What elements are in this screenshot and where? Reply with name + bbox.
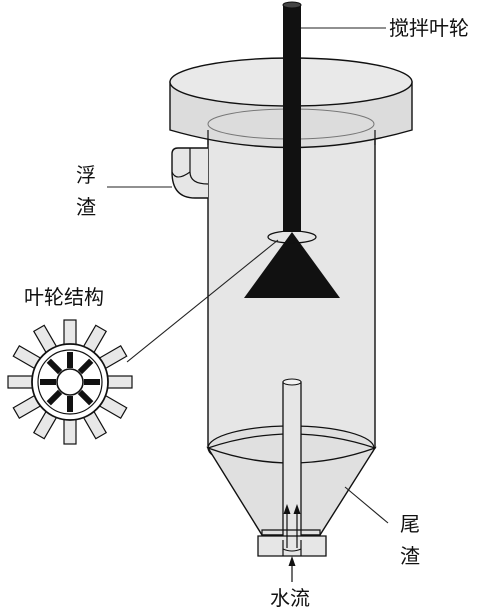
impeller-spokes — [40, 352, 100, 412]
label-agitator: 搅拌叶轮 — [389, 16, 469, 40]
label-water-flow: 水流 — [270, 586, 310, 610]
impeller-blades — [7, 319, 133, 445]
label-froth-1: 浮 — [76, 163, 96, 187]
label-tailings-1: 尾 — [400, 512, 420, 536]
inlet-pipe — [282, 378, 302, 553]
leader-impeller — [126, 239, 279, 363]
bottom-flange — [257, 529, 327, 557]
impeller-cone — [244, 230, 340, 298]
label-tailings-2: 渣 — [400, 544, 420, 568]
agitator-shaft — [282, 1, 302, 232]
leader-tailings — [344, 486, 389, 524]
impeller-structure-detail — [7, 319, 133, 445]
label-impeller-structure: 叶轮结构 — [24, 285, 104, 309]
flow-arrows — [283, 504, 301, 548]
water-inflow-arrow — [288, 556, 296, 582]
label-froth-2: 渣 — [76, 195, 96, 219]
froth-outlet-pipe — [171, 147, 209, 199]
